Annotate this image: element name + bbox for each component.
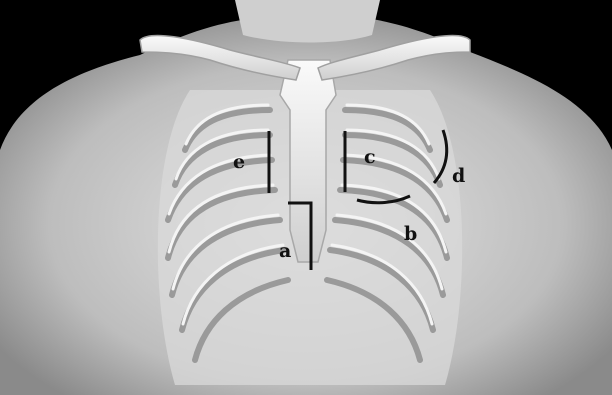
label-a: a — [279, 240, 291, 262]
label-b: b — [404, 223, 417, 245]
label-d: d — [452, 165, 465, 187]
neck — [235, 0, 380, 43]
label-e: e — [233, 151, 245, 173]
label-c: c — [364, 146, 376, 168]
